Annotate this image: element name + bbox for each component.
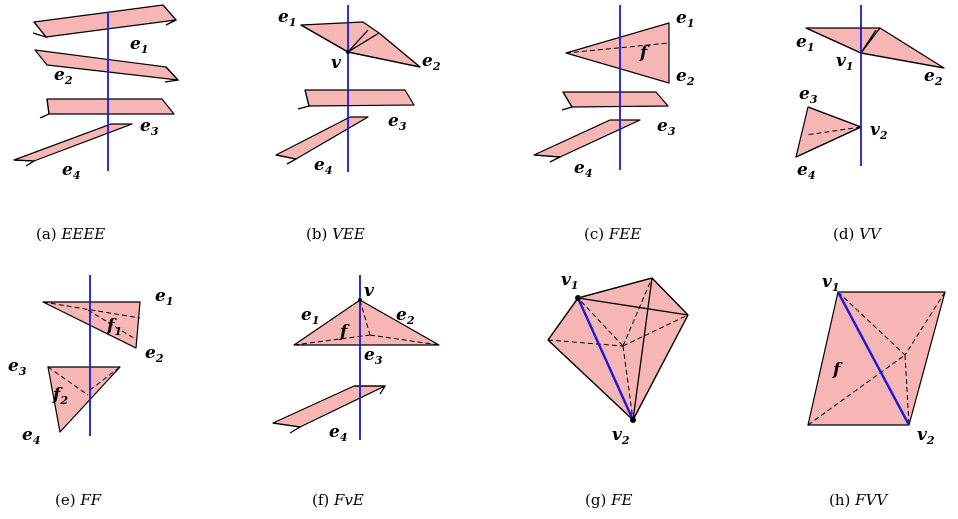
label-e2: e2 [676, 66, 695, 88]
label-v1: v1 [561, 270, 579, 292]
label-e1: e1 [301, 305, 319, 327]
label-e1: e1 [155, 286, 173, 308]
panel-c: e1 f e2 e3 e4 (c) FEE [533, 5, 695, 243]
label-v2: v2 [917, 425, 935, 447]
caption-c: (c) FEE [584, 225, 641, 243]
edge-e4-strip [13, 123, 133, 162]
label-e4: e4 [797, 160, 815, 182]
caption-b: (b) VEE [306, 225, 365, 243]
caption-e: (e) FF [55, 491, 102, 509]
panel-a: e1 e2 e3 e4 (a) EEEE [13, 4, 180, 243]
panel-d: e1 v1 e2 e3 v2 e4 (d) VV [795, 5, 945, 243]
edge-e3-strip [46, 98, 175, 115]
label-e3: e3 [140, 116, 159, 138]
edge-e1-strip [33, 4, 177, 38]
label-e3: e3 [657, 116, 676, 138]
label-e4: e4 [314, 155, 332, 177]
panel-g: v1 v2 (g) FE [547, 270, 689, 509]
polyhedron [547, 277, 689, 421]
label-f2: f2 [52, 385, 68, 407]
label-e2: e2 [145, 343, 164, 365]
edge-e3-strip [562, 91, 669, 108]
query-segment [836, 291, 911, 426]
label-e4: e4 [329, 422, 347, 444]
label-f: f [639, 43, 650, 63]
face-f [807, 291, 946, 426]
label-e3: e3 [8, 356, 27, 378]
label-e2: e2 [54, 65, 73, 87]
face-f [565, 22, 670, 84]
label-e3: e3 [799, 84, 818, 106]
label-v2: v2 [612, 425, 630, 447]
caption-h: (h) FVV [829, 491, 889, 509]
caption-g: (g) FE [585, 491, 633, 509]
label-e2: e2 [422, 51, 441, 73]
label-v1: v1 [836, 51, 854, 73]
caption-f: (f) FvE [312, 491, 364, 509]
label-e2: e2 [924, 66, 943, 88]
panel-e: e1 f1 e2 e3 f2 e4 (e) FF [8, 275, 173, 509]
query-segment [576, 297, 635, 421]
panel-b: e1 e2 v e3 e4 (b) VEE [275, 5, 441, 243]
label-e1: e1 [796, 32, 814, 54]
label-f1: f1 [106, 316, 122, 338]
label-e1: e1 [130, 34, 148, 56]
caption-a: (a) EEEE [36, 225, 105, 243]
label-f: f [832, 360, 843, 380]
label-v: v [364, 281, 375, 301]
panel-h: v1 f v2 (h) FVV [807, 272, 946, 509]
edge-e3-strip [304, 89, 415, 107]
face-f1 [42, 301, 141, 349]
label-e1: e1 [676, 8, 694, 30]
label-e3: e3 [388, 111, 407, 133]
label-e2: e2 [396, 305, 415, 327]
label-v: v [331, 53, 342, 73]
label-e4: e4 [62, 160, 80, 182]
label-v1: v1 [822, 272, 840, 294]
label-e1: e1 [278, 7, 296, 29]
label-v2: v2 [870, 120, 888, 142]
edge-e4-strip [272, 385, 386, 428]
label-f: f [339, 322, 350, 342]
edge-e4-strip [533, 119, 641, 158]
label-e4: e4 [22, 425, 40, 447]
panel-f: v e1 e2 f e3 e4 (f) FvE [272, 275, 440, 509]
face-f [293, 299, 440, 346]
label-e4: e4 [574, 158, 592, 180]
label-e3: e3 [364, 345, 383, 367]
edge-e4-strip [275, 116, 369, 160]
caption-d: (d) VV [833, 225, 883, 243]
